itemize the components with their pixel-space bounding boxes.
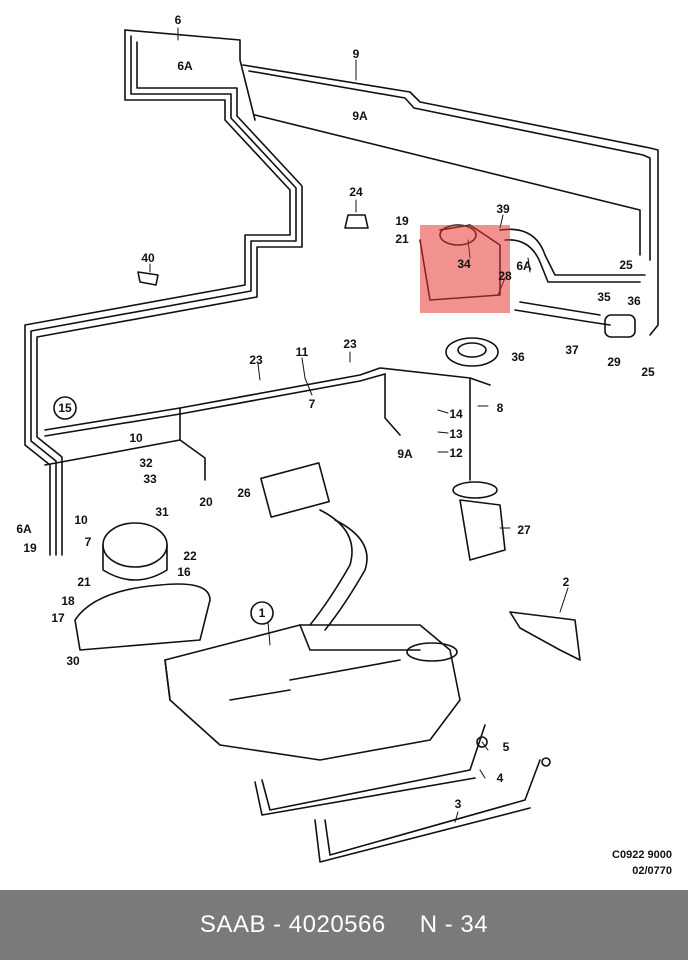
callout-35: 35 [597,290,611,304]
drawing-date-code: 02/0770 [632,865,672,877]
fuel-line-bundle [24,29,659,556]
callout-36b: 36 [511,350,525,364]
callout-31: 31 [155,505,169,519]
clip-40 [137,271,159,286]
callout-12: 12 [449,446,463,460]
callout-23a: 23 [249,353,263,367]
callout-25b: 25 [641,365,655,379]
strap-4 [254,724,486,816]
callout-13: 13 [449,427,463,441]
callout-9a-top: 9A [352,109,368,123]
callout-29: 29 [607,355,621,369]
callout-10a: 10 [129,431,143,445]
clamp-2 [509,611,581,661]
callout-36a: 36 [627,294,641,308]
callout-11: 11 [296,345,309,359]
bracket-26 [260,462,330,518]
callout-37: 37 [565,343,579,357]
callout-9a-mid: 9A [397,447,413,461]
seal-ring-36 [445,337,499,367]
callout-19b: 19 [23,541,37,555]
sender-unit-27 [459,499,506,561]
callout-26: 26 [237,486,251,500]
callout-2: 2 [563,575,570,589]
shield-30 [74,583,211,651]
part-footer: SAAB - 4020566 N - 34 [0,890,688,960]
callout-8: 8 [497,401,504,415]
fuel-system-diagram: 6 6A 9 9A 24 19 21 39 34 28 6A 25 35 36 … [16,13,672,877]
callout-9: 9 [353,47,360,61]
callout-17: 17 [51,611,65,625]
callout-7b: 7 [85,535,92,549]
part-number-label: SAAB - 4020566 [199,911,386,938]
leader-lines [149,27,569,823]
callout-6a-mid: 6A [516,259,532,273]
callout-21a: 21 [395,232,409,246]
callout-25a: 25 [619,258,633,272]
callout-30: 30 [66,654,80,668]
callout-5: 5 [503,740,510,754]
callout-3: 3 [455,797,462,811]
middle-fuel-lines [44,367,491,481]
fuel-tank-1 [164,624,461,761]
callout-15: 15 [58,401,72,415]
drawing-code: C0922 9000 [612,849,672,861]
callout-20: 20 [199,495,213,509]
callout-1: 1 [259,606,266,620]
callout-21b: 21 [77,575,91,589]
callout-24: 24 [349,185,363,199]
clip-24 [344,214,369,229]
canister-filter [102,522,168,568]
callout-18: 18 [61,594,75,608]
callout-19a: 19 [395,214,409,228]
callout-14: 14 [449,407,463,421]
callout-6a-top: 6A [177,59,193,73]
position-number-label: N - 34 [419,911,489,938]
filler-neck [309,509,353,626]
fuel-filter-29 [604,314,636,338]
callout-4: 4 [497,771,504,785]
callout-40: 40 [141,251,155,265]
callout-16: 16 [177,565,191,579]
callout-32: 32 [139,456,153,470]
highlight-box-34 [420,225,510,313]
callout-22: 22 [183,549,197,563]
callout-27: 27 [517,523,531,537]
callout-33: 33 [143,472,157,486]
callout-34: 34 [457,257,471,271]
callout-23b: 23 [343,337,357,351]
callout-6a-left: 6A [16,522,32,536]
callout-39: 39 [496,202,510,216]
callout-28: 28 [498,269,512,283]
callout-6: 6 [175,13,182,27]
strap-3 [314,759,541,863]
callout-7a: 7 [309,397,316,411]
callout-10b: 10 [74,513,88,527]
